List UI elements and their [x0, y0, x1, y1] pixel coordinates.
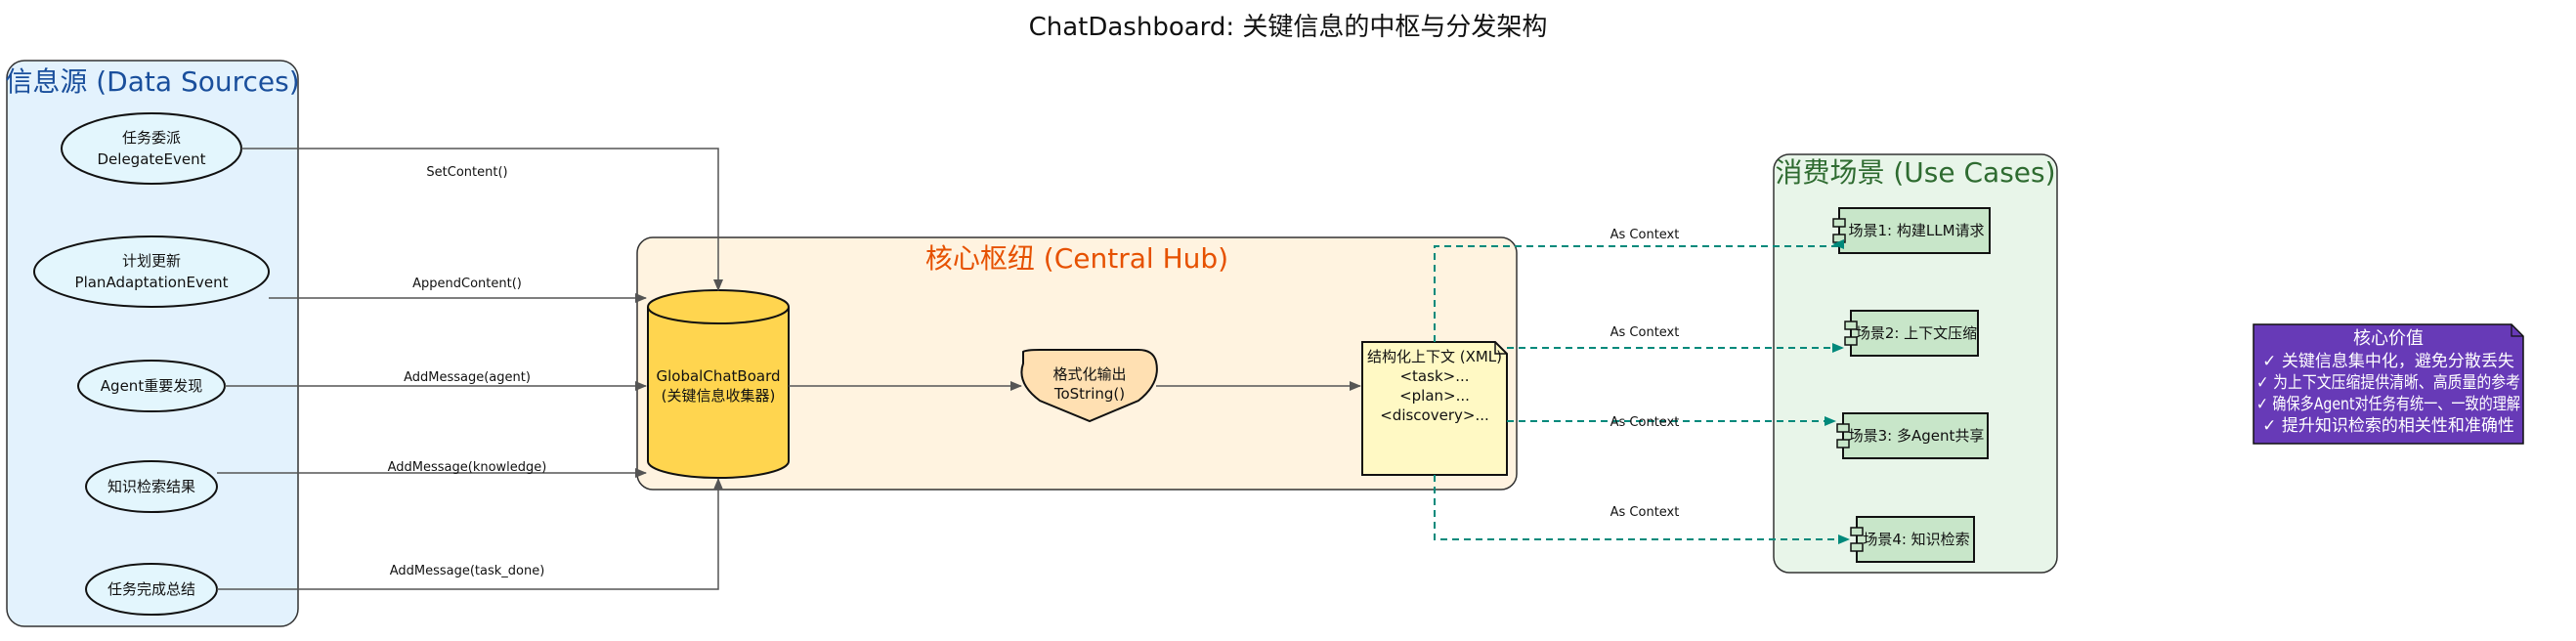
context-doc-line: <discovery>...	[1380, 406, 1489, 424]
use-case-multi-agent: 场景3: 多Agent共享	[1836, 412, 1989, 459]
consumers-group: 消费场景 (Use Cases)	[1773, 153, 2058, 574]
edge-set-content	[241, 148, 723, 291]
source-knowledge-results: 知识检索结果	[85, 460, 218, 513]
note-line: ✓ 提升知识检索的相关性和准确性	[2262, 416, 2514, 436]
context-edge-label: As Context	[1610, 415, 1680, 430]
use-case-knowledge-retrieval: 场景4: 知识检索	[1850, 516, 1975, 563]
note-line: ✓ 为上下文压缩提供清晰、高质量的参考	[2256, 373, 2520, 393]
source-task-done: 任务完成总结	[85, 563, 218, 616]
source-sublabel: DelegateEvent	[98, 150, 206, 168]
use-case-label: 场景3: 多Agent共享	[1849, 427, 1985, 445]
structured-context-doc: 结构化上下文 (XML) <task>... <plan>... <discov…	[1361, 341, 1508, 476]
context-edge-label: As Context	[1610, 228, 1680, 242]
context-doc-title: 结构化上下文 (XML)	[1367, 348, 1502, 365]
note-line: ✓ 确保多Agent对任务有统一、一致的理解	[2256, 395, 2520, 414]
context-edge-label: As Context	[1610, 325, 1680, 340]
edge-label: SetContent()	[426, 165, 507, 180]
hub-group-title: 核心枢纽 (Central Hub)	[925, 242, 1228, 275]
store-label: GlobalChatBoard	[657, 367, 781, 385]
use-case-context-compression: 场景2: 上下文压缩	[1844, 310, 1979, 357]
edge-context-to-knowledge	[1434, 475, 1850, 544]
note-title: 核心价值	[2353, 328, 2424, 349]
source-edges	[217, 148, 723, 590]
sources-group: 信息源 (Data Sources)	[5, 60, 300, 627]
edge-context-to-llm-request	[1434, 239, 1844, 342]
context-edge-label: As Context	[1610, 505, 1680, 520]
formatter-label: 格式化输出	[1052, 365, 1126, 383]
edge-label: AddMessage(agent)	[404, 370, 531, 385]
use-case-label: 场景2: 上下文压缩	[1856, 324, 1977, 342]
edge-label: AddMessage(task_done)	[390, 564, 545, 578]
context-doc-line: <task>...	[1399, 367, 1469, 385]
note-line: ✓ 关键信息集中化，避免分散丢失	[2262, 352, 2514, 371]
formatter-node: 格式化输出 ToString()	[1020, 349, 1158, 423]
store-sublabel: (关键信息收集器)	[662, 387, 776, 405]
edge-label: AddMessage(knowledge)	[388, 460, 547, 475]
source-sublabel: PlanAdaptationEvent	[75, 274, 229, 291]
use-case-label: 场景4: 知识检索	[1863, 531, 1969, 548]
core-value-note: 核心价值 ✓ 关键信息集中化，避免分散丢失 ✓ 为上下文压缩提供清晰、高质量的参…	[2253, 323, 2524, 445]
global-chatboard-store: GlobalChatBoard (关键信息收集器)	[647, 289, 790, 479]
edge-add-message-task-done	[217, 478, 723, 590]
source-plan-adaptation-event: 计划更新 PlanAdaptationEvent	[33, 235, 270, 308]
source-label: 知识检索结果	[107, 478, 195, 495]
sources-group-title: 信息源 (Data Sources)	[5, 65, 299, 98]
use-case-label: 场景1: 构建LLM请求	[1848, 222, 1984, 239]
source-label: 计划更新	[122, 252, 181, 270]
source-agent-discovery: Agent重要发现	[77, 360, 226, 412]
source-delegate-event: 任务委派 DelegateEvent	[61, 112, 242, 185]
diagram-title: ChatDashboard: 关键信息的中枢与分发架构	[1029, 13, 1548, 42]
use-case-llm-request: 场景1: 构建LLM请求	[1832, 207, 1991, 254]
consumer-edges	[1434, 239, 1850, 544]
source-label: 任务完成总结	[107, 580, 195, 598]
source-label: 任务委派	[122, 129, 181, 147]
context-doc-line: <plan>...	[1399, 387, 1470, 405]
formatter-sublabel: ToString()	[1053, 385, 1125, 403]
edge-label: AppendContent()	[412, 277, 522, 291]
source-label: Agent重要发现	[101, 377, 202, 395]
consumers-group-title: 消费场景 (Use Cases)	[1775, 156, 2055, 189]
